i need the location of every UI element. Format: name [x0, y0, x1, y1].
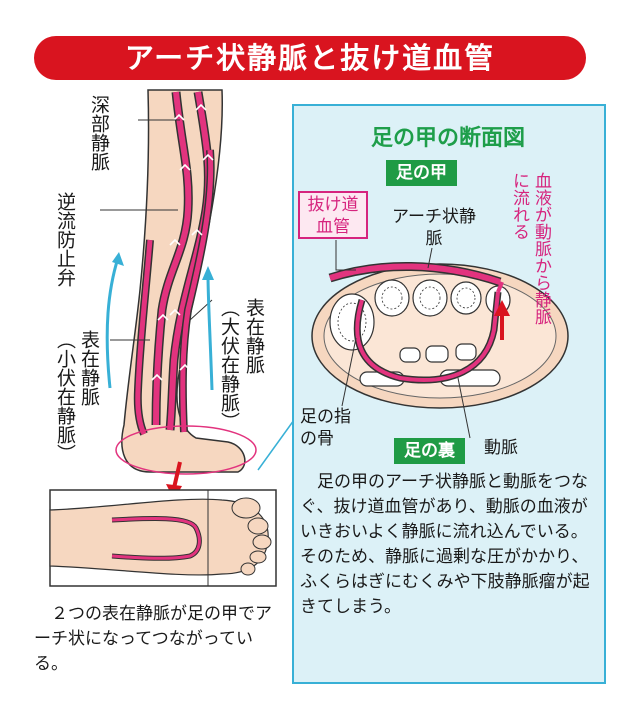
label-valve: 逆流防止弁 [54, 192, 76, 287]
badge-instep: 足の甲 [386, 160, 457, 186]
panel-title: 足の甲の断面図 [370, 126, 525, 151]
label-blood-flow: 血液が動脈から静脈に流れる [509, 172, 551, 325]
panel-description: 足の甲のアーチ状静脈と動脈をつなぐ、抜け道血管があり、動脈の血液がいきおいよく静… [300, 472, 590, 617]
label-arch-vein: アーチ状静脈 [392, 207, 476, 249]
title-banner: アーチ状静脈と抜け道血管 [34, 36, 586, 80]
foot-top-view [49, 489, 277, 587]
badge-sole: 足の裏 [394, 438, 465, 464]
label-superficial-vein-right: 表在静脈 [243, 298, 265, 374]
foot-caption: ２つの表在静脈が足の甲でアーチ状になってつながっている。 [34, 604, 272, 674]
label-superficial-vein-left: 表在静脈 [78, 330, 100, 406]
bypass-vessel-text: 抜け道血管 [307, 195, 359, 237]
label-deep-vein: 深部静脈 [88, 95, 110, 171]
label-artery: 動脈 [484, 438, 518, 458]
label-great-saphenous-vein: （大伏在静脈） [218, 298, 240, 431]
label-small-saphenous-vein: （小伏在静脈） [54, 330, 76, 463]
leg-illustration [100, 89, 257, 500]
label-toe-bone: 足の指の骨 [300, 407, 351, 449]
label-bypass-vessel: 抜け道血管 [298, 191, 368, 239]
